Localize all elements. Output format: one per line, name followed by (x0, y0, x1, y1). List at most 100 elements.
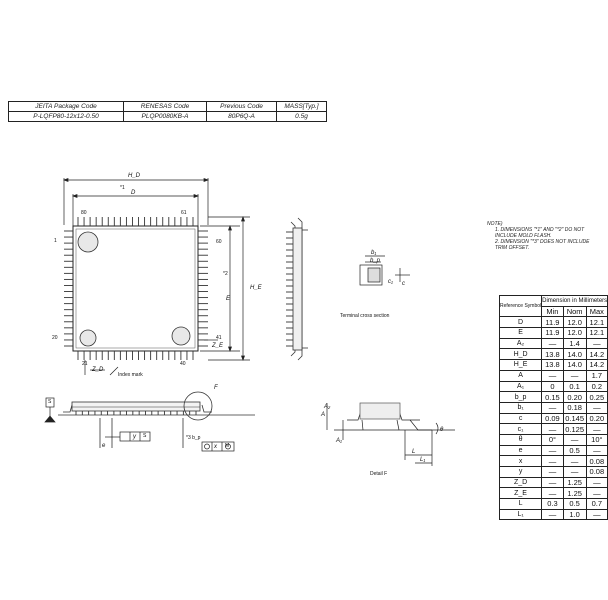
label-hd: H_D (128, 173, 141, 179)
cell-nom: 14.0 (562, 348, 587, 361)
cell-nom: — (562, 466, 587, 478)
cell-nom: 12.0 (562, 316, 587, 329)
table-row: A——1.7 (498, 369, 608, 382)
cell-sym: θ (498, 433, 543, 446)
label-pin1: 1 (54, 238, 57, 244)
table-row: y——0.08 (498, 466, 608, 478)
cell-sym: L₁ (498, 508, 543, 521)
label-e: E (226, 296, 231, 302)
cell-nom: 12.0 (562, 327, 587, 339)
cell-max: 0.08 (585, 466, 608, 478)
label-he: H_E (250, 285, 262, 291)
cell-max: — (585, 444, 608, 457)
cell-min: — (541, 455, 564, 467)
cell-nom: — (562, 369, 587, 382)
cell-sym: H_E (498, 359, 543, 371)
label-pin60: 60 (216, 239, 222, 245)
cell-min: 11.9 (541, 316, 564, 329)
label-e-star2: *2 (223, 271, 228, 277)
cell-min: — (541, 476, 564, 489)
header-nom: Nom (562, 305, 587, 318)
cell-min: 0 (541, 380, 564, 393)
cell-max: 10° (585, 433, 608, 446)
cell-min: 13.8 (541, 359, 564, 371)
dimension-column-row: Min Nom Max (500, 305, 608, 318)
cell-nom: 0.5 (562, 444, 587, 457)
label-pin61: 61 (181, 210, 187, 216)
cell-nom: — (562, 433, 587, 446)
flatness-box (105, 431, 151, 442)
table-row: c₁—0.125— (498, 423, 608, 435)
label-pin40: 40 (180, 361, 186, 367)
cell-sym: Z_D (498, 476, 543, 489)
cell-min: — (541, 466, 564, 478)
label-d: D (131, 190, 136, 196)
label-d-star1: *1 (120, 185, 125, 191)
cell-max: — (585, 423, 608, 435)
label-e-pitch: e (102, 443, 106, 449)
table-row: Z_D—1.25— (498, 476, 608, 489)
label-pin21: 21 (82, 361, 88, 367)
header-dimension-group: Dimension in Millimeters (541, 295, 608, 307)
cell-min: 0° (541, 433, 564, 446)
cell-sym: Z_E (498, 487, 543, 500)
label-ze: Z_E (212, 343, 224, 349)
table-row: b₁—0.18— (498, 401, 608, 414)
cell-min: — (541, 423, 564, 435)
label-pin80: 80 (81, 210, 87, 216)
label-a: A (321, 412, 326, 418)
cell-nom: 0.145 (562, 412, 587, 425)
label-pin41: 41 (216, 335, 222, 341)
label-l1: L₁ (420, 457, 426, 463)
label-s-box: S (143, 433, 147, 439)
package-code-table: JEITA Package Code RENESAS Code Previous… (8, 101, 327, 122)
cell-min: — (541, 444, 564, 457)
value-mass: 0.5g (276, 111, 327, 122)
cell-min: — (541, 337, 564, 350)
label-pin20: 20 (52, 335, 58, 341)
label-a1: A₁ (336, 438, 342, 444)
note-1: 1. DIMENSIONS "*1" AND "*2" DO NOT INCLU… (495, 227, 585, 239)
label-x: x (214, 444, 217, 450)
cell-min: — (541, 487, 564, 500)
cell-sym: L (498, 498, 543, 510)
cell-nom: 0.18 (562, 401, 587, 414)
cell-max: 0.08 (585, 455, 608, 467)
cell-nom: — (562, 455, 587, 467)
cell-sym: E (498, 327, 543, 339)
cell-max: 0.20 (585, 412, 608, 425)
cell-max: 1.7 (585, 369, 608, 382)
cell-max: 14.2 (585, 359, 608, 371)
cell-min: 0.3 (541, 498, 564, 510)
cell-sym: A (498, 369, 543, 382)
label-theta: θ (440, 427, 444, 433)
cell-min: — (541, 369, 564, 382)
label-b1: b₁ (371, 250, 377, 256)
cell-nom: 1.25 (562, 476, 587, 489)
cell-sym: b_p (498, 391, 543, 403)
side-view-right (290, 217, 308, 361)
cell-sym: c₁ (498, 423, 543, 435)
position-box (201, 441, 235, 452)
header-min: Min (541, 305, 564, 318)
cell-max: — (585, 401, 608, 414)
side-view-bottom (58, 391, 255, 448)
label-a2: A₂ (324, 404, 331, 410)
cell-sym: x (498, 455, 543, 467)
header-max: Max (585, 305, 608, 318)
cell-min: 0.15 (541, 391, 564, 403)
cell-max: 0.25 (585, 391, 608, 403)
cell-nom: 0.5 (562, 498, 587, 510)
package-code-value-row: P-LQFP80-12x12-0.50 PLQP0080KB-A 80P6Q-A… (8, 111, 327, 122)
label-zd: Z_D (92, 367, 104, 373)
cell-nom: 1.25 (562, 487, 587, 500)
cell-max: 14.2 (585, 348, 608, 361)
cell-nom: 0.125 (562, 423, 587, 435)
